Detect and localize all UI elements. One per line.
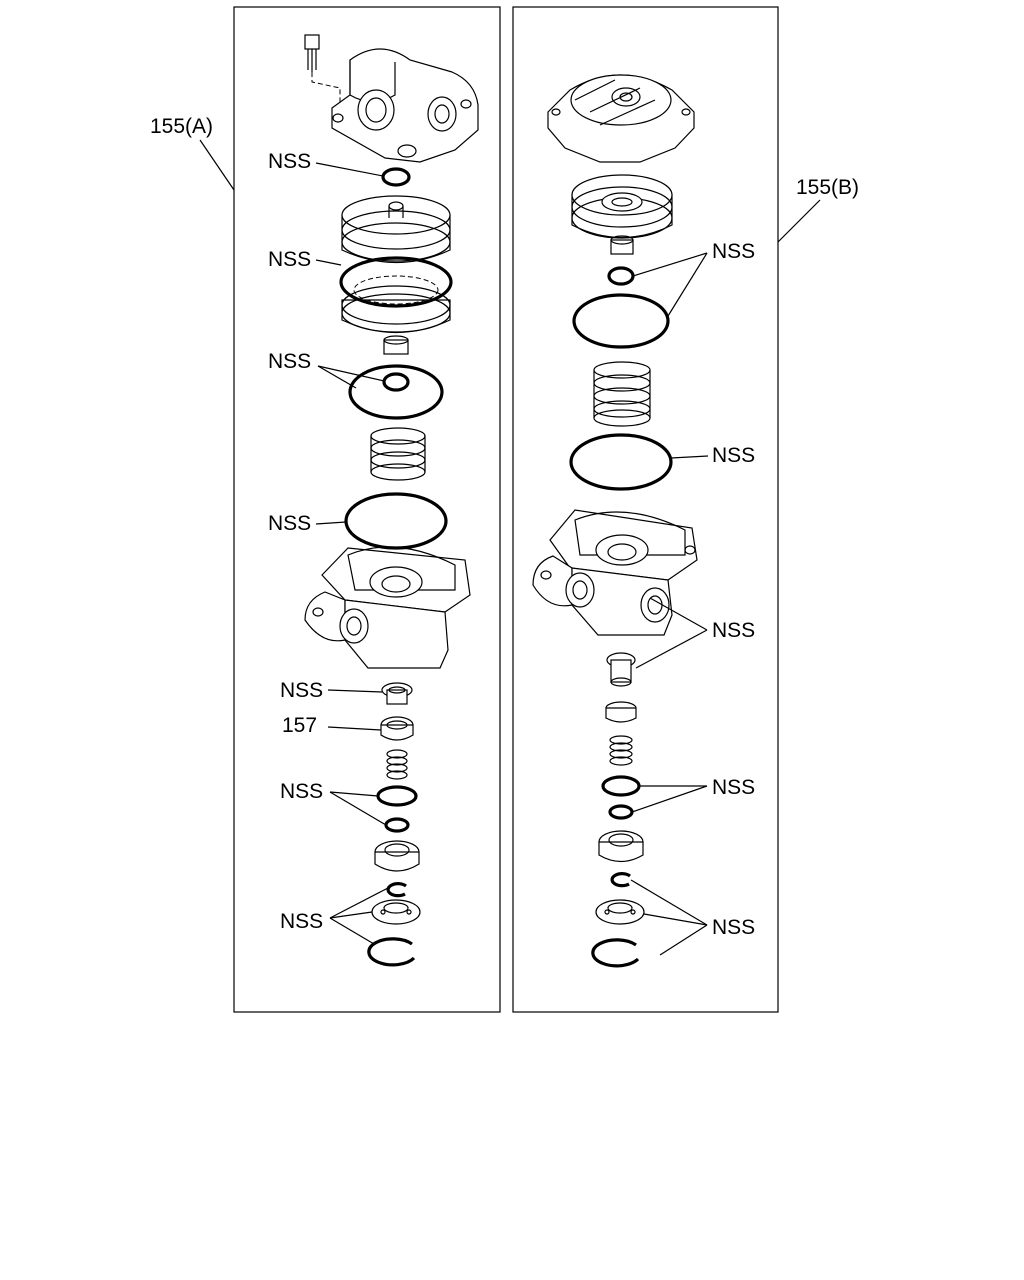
label-a-nss-6: NSS (280, 780, 323, 803)
o-ring-a3-large (348, 364, 444, 420)
leader-b-nss-5c (659, 924, 708, 956)
upper-cover-b (547, 74, 695, 163)
upper-cover-a (331, 48, 479, 163)
leader-a-nss-4 (315, 521, 347, 525)
o-ring-b2 (569, 433, 673, 491)
leader-b-nss-3a (649, 597, 708, 631)
small-spring-a (386, 749, 408, 780)
label-a-nss-1: NSS (268, 150, 311, 173)
lower-body-a (304, 546, 471, 669)
callout-155b-leader (777, 199, 821, 243)
leader-b-nss-5a (630, 879, 708, 926)
leader-b-nss-5b (643, 913, 708, 926)
label-a-nss-2: NSS (268, 248, 311, 271)
o-ring-a2-inner (353, 275, 439, 305)
leader-a-nss-7c (329, 917, 375, 945)
label-a-nss-3: NSS (268, 350, 311, 373)
leader-a-nss-6a (329, 791, 379, 797)
o-ring-b3 (601, 775, 641, 797)
callout-155a-leader (199, 139, 235, 191)
label-b-nss-2: NSS (712, 444, 755, 467)
piston-b (571, 174, 673, 255)
leader-a-nss-3a (317, 365, 385, 382)
seat-a (374, 840, 420, 872)
bolt-a (304, 34, 341, 108)
leader-a-nss-2 (315, 259, 342, 266)
leader-a-nss-1 (315, 162, 384, 177)
snap-ring-b-small (610, 872, 631, 888)
label-a-nss-5: NSS (280, 679, 323, 702)
snap-ring-a-large (367, 937, 416, 967)
valve-a (381, 682, 413, 705)
leader-b-nss-3b (635, 629, 708, 669)
o-ring-a6 (384, 817, 410, 833)
o-ring-a2 (339, 256, 453, 308)
leader-a-157 (327, 726, 382, 731)
spring-b (593, 361, 651, 427)
leader-b-nss-1b (667, 252, 708, 317)
leader-a-nss-6b (329, 791, 387, 826)
lower-body-b (532, 509, 698, 636)
callout-155b: 155(B) (796, 176, 859, 199)
piston-a (341, 195, 451, 355)
spring-a (370, 427, 426, 481)
o-ring-a3-small (382, 372, 410, 392)
panel-b-frame (512, 6, 779, 1013)
leader-b-nss-1a (632, 252, 708, 277)
leader-a-nss-5 (327, 689, 383, 693)
panel-a-frame (233, 6, 501, 1013)
cap-a (371, 899, 421, 925)
o-ring-a4 (344, 492, 448, 550)
small-spring-b (609, 735, 633, 766)
label-b-nss-5: NSS (712, 916, 755, 939)
sleeve-b (605, 701, 637, 723)
snap-ring-b-large (591, 938, 640, 968)
label-a-nss-4: NSS (268, 512, 311, 535)
leader-a-nss-3b (317, 365, 357, 389)
label-a-nss-7: NSS (280, 910, 323, 933)
leader-a-nss-7b (329, 911, 373, 919)
label-b-nss-3: NSS (712, 619, 755, 642)
o-ring-b1-small (607, 266, 635, 286)
label-b-nss-1: NSS (712, 240, 755, 263)
part-157-a (380, 716, 414, 741)
cap-b (595, 899, 645, 925)
leader-a-nss-7a (329, 887, 389, 919)
panel-b: 155(B) NSS (512, 6, 859, 1013)
seat-b (598, 830, 644, 863)
callout-155a: 155(A) (150, 115, 213, 138)
snap-ring-a-small (386, 882, 407, 898)
panel-a: 155(A) NSS (150, 6, 501, 1013)
label-b-nss-4: NSS (712, 776, 755, 799)
o-ring-b4 (608, 804, 634, 820)
label-a-157: 157 (282, 714, 317, 737)
leader-b-nss-4b (631, 785, 708, 813)
o-ring-a1 (381, 167, 411, 187)
o-ring-a5 (376, 785, 418, 807)
o-ring-b1-large (572, 293, 670, 349)
valve-b (606, 652, 636, 687)
leader-b-nss-2 (670, 455, 709, 459)
